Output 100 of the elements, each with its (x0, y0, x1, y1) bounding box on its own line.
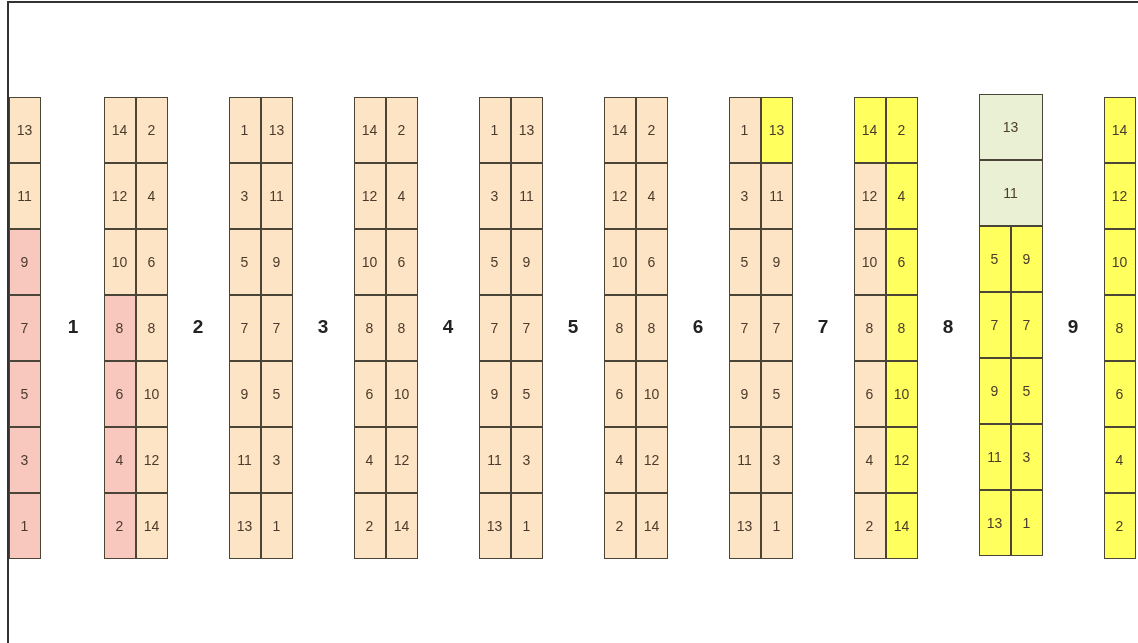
step-number: 5 (566, 316, 580, 338)
numbered-slot: 4 (135, 162, 168, 229)
numbered-slot: 3 (478, 162, 511, 229)
numbered-slot: 7 (760, 294, 793, 361)
numbered-slot: 14 (103, 96, 136, 163)
numbered-slot: 12 (135, 426, 168, 493)
numbered-slot: 14 (385, 492, 418, 559)
numbered-slot: 7 (478, 294, 511, 361)
numbered-slot: 8 (353, 294, 386, 361)
numbered-slot: 12 (1103, 162, 1136, 229)
numbered-slot: 14 (353, 96, 386, 163)
numbered-slot: 5 (8, 360, 41, 427)
numbered-slot: 8 (603, 294, 636, 361)
numbered-slot: 2 (853, 492, 886, 559)
slot-column (9, 97, 41, 559)
numbered-slot: 6 (853, 360, 886, 427)
slot-column (604, 97, 668, 559)
numbered-slot: 14 (635, 492, 668, 559)
numbered-slot: 13 (760, 96, 793, 163)
numbered-slot: 8 (635, 294, 668, 361)
slot-column (979, 94, 1043, 556)
numbered-slot: 3 (1010, 423, 1043, 490)
numbered-slot: 12 (885, 426, 918, 493)
numbered-slot: 14 (603, 96, 636, 163)
numbered-slot: 13 (478, 492, 511, 559)
numbered-slot: 1 (510, 492, 543, 559)
numbered-slot: 6 (353, 360, 386, 427)
numbered-slot: 13 (228, 492, 261, 559)
numbered-slot: 10 (353, 228, 386, 295)
slot-column (854, 97, 918, 559)
numbered-slot: 13 (978, 489, 1011, 556)
numbered-slot: 14 (135, 492, 168, 559)
numbered-slot: 9 (228, 360, 261, 427)
slot-column (1104, 97, 1136, 559)
numbered-slot: 11 (978, 423, 1011, 490)
numbered-slot: 3 (510, 426, 543, 493)
numbered-slot: 10 (853, 228, 886, 295)
numbered-slot: 2 (603, 492, 636, 559)
slot-column (229, 97, 293, 559)
numbered-slot: 10 (103, 228, 136, 295)
step-number: 7 (816, 316, 830, 338)
numbered-slot: 6 (385, 228, 418, 295)
numbered-slot: 10 (1103, 228, 1136, 295)
numbered-slot: 7 (8, 294, 41, 361)
numbered-slot: 12 (603, 162, 636, 229)
numbered-slot: 3 (8, 426, 41, 493)
numbered-slot: 12 (853, 162, 886, 229)
numbered-slot: 8 (135, 294, 168, 361)
numbered-slot: 13 (978, 93, 1043, 160)
numbered-slot: 2 (353, 492, 386, 559)
slot-column (354, 97, 418, 559)
numbered-slot: 2 (885, 96, 918, 163)
numbered-slot: 7 (260, 294, 293, 361)
numbered-slot: 5 (978, 225, 1011, 292)
numbered-slot: 12 (635, 426, 668, 493)
numbered-slot: 2 (635, 96, 668, 163)
numbered-slot: 12 (103, 162, 136, 229)
numbered-slot: 7 (510, 294, 543, 361)
numbered-slot: 4 (603, 426, 636, 493)
slot-column (104, 97, 168, 559)
numbered-slot: 3 (228, 162, 261, 229)
numbered-slot: 11 (510, 162, 543, 229)
numbered-slot: 14 (885, 492, 918, 559)
step-number: 4 (441, 316, 455, 338)
numbered-slot: 2 (1103, 492, 1136, 559)
numbered-slot: 8 (385, 294, 418, 361)
numbered-slot: 6 (135, 228, 168, 295)
numbered-slot: 10 (385, 360, 418, 427)
numbered-slot: 9 (478, 360, 511, 427)
numbered-slot: 10 (885, 360, 918, 427)
numbered-slot: 1 (478, 96, 511, 163)
numbered-slot: 3 (728, 162, 761, 229)
numbered-slot: 14 (1103, 96, 1136, 163)
numbered-slot: 4 (885, 162, 918, 229)
numbered-slot: 10 (603, 228, 636, 295)
numbered-slot: 13 (260, 96, 293, 163)
numbered-slot: 11 (978, 159, 1043, 226)
numbered-slot: 11 (228, 426, 261, 493)
numbered-slot: 13 (8, 96, 41, 163)
numbered-slot: 4 (385, 162, 418, 229)
numbered-slot: 5 (760, 360, 793, 427)
numbered-slot: 1 (728, 96, 761, 163)
numbered-slot: 9 (728, 360, 761, 427)
numbered-slot: 10 (135, 360, 168, 427)
numbered-slot: 9 (760, 228, 793, 295)
numbered-slot: 5 (478, 228, 511, 295)
numbered-slot: 8 (885, 294, 918, 361)
numbered-slot: 9 (8, 228, 41, 295)
slot-column (729, 97, 793, 559)
step-number: 3 (316, 316, 330, 338)
numbered-slot: 5 (510, 360, 543, 427)
step-number: 6 (691, 316, 705, 338)
numbered-slot: 5 (228, 228, 261, 295)
numbered-slot: 12 (353, 162, 386, 229)
numbered-slot: 6 (603, 360, 636, 427)
numbered-slot: 9 (1010, 225, 1043, 292)
numbered-slot: 1 (8, 492, 41, 559)
numbered-slot: 8 (853, 294, 886, 361)
numbered-slot: 4 (103, 426, 136, 493)
step-number: 2 (191, 316, 205, 338)
